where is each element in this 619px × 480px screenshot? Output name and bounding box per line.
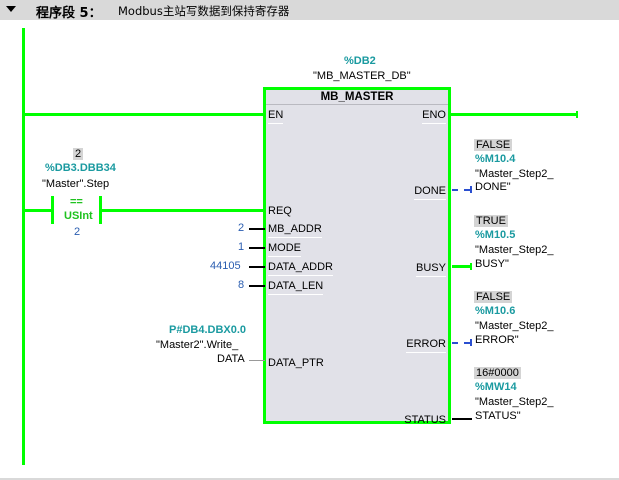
pin-mb-addr: MB_ADDR	[268, 223, 322, 238]
status-wire	[452, 418, 472, 420]
pin-done: DONE	[414, 185, 446, 200]
pin-data-len: DATA_LEN	[268, 280, 324, 295]
status-tag-line2[interactable]: STATUS"	[475, 410, 521, 422]
mb-master-block[interactable]: MB_MASTER EN ENO REQ MB_ADDR MODE DATA_A…	[263, 87, 451, 426]
status-tag-line1[interactable]: "Master_Step2_	[475, 396, 554, 408]
pin-en: EN	[268, 109, 284, 124]
block-type-title: MB_MASTER	[266, 90, 448, 105]
instance-db-address[interactable]: %DB2	[344, 55, 376, 67]
data-ptr-address[interactable]: P#DB4.DBX0.0	[169, 324, 247, 336]
mb-addr-wire	[249, 228, 265, 230]
pin-eno: ENO	[422, 109, 446, 124]
network-label: 程序段 5：	[36, 6, 102, 21]
network-title[interactable]: Modbus主站写数据到保持寄存器	[118, 4, 290, 18]
error-tag-line2[interactable]: ERROR"	[475, 334, 519, 346]
done-tag-line2[interactable]: DONE"	[475, 181, 511, 193]
data-addr-wire	[249, 266, 265, 268]
data-ptr-wire	[249, 360, 265, 361]
eno-rung-wire	[450, 113, 578, 116]
error-tag-line1[interactable]: "Master_Step2_	[475, 320, 554, 332]
mode-value[interactable]: 1	[238, 241, 245, 253]
network-header: 程序段 5： Modbus主站写数据到保持寄存器	[0, 0, 619, 21]
data-addr-value[interactable]: 44105	[210, 260, 241, 272]
pin-req: REQ	[268, 205, 292, 217]
busy-monitor: TRUE	[474, 215, 508, 227]
pin-status: STATUS	[404, 414, 446, 426]
eno-wire-end	[576, 111, 578, 118]
busy-address[interactable]: %M10.5	[475, 229, 516, 241]
req-rung-wire-right	[101, 209, 265, 212]
done-address[interactable]: %M10.4	[475, 153, 516, 165]
mode-wire	[249, 247, 265, 249]
compare-operator: ==	[70, 196, 83, 208]
compare-operand-address[interactable]: %DB3.DBB34	[45, 162, 116, 174]
compare-contact-left-bar[interactable]	[51, 196, 54, 224]
compare-contact-right-bar[interactable]	[99, 196, 102, 224]
data-ptr-tag-line1[interactable]: "Master2".Write_	[156, 339, 239, 351]
pin-mode: MODE	[268, 242, 301, 257]
busy-tag-line2[interactable]: BUSY"	[475, 258, 509, 270]
done-tag-line1[interactable]: "Master_Step2_	[475, 168, 554, 180]
compare-monitor-value: 2	[73, 148, 84, 160]
busy-tag-line1[interactable]: "Master_Step2_	[475, 244, 554, 256]
en-rung-wire	[22, 113, 265, 116]
pin-error: ERROR	[406, 338, 446, 353]
pin-data-addr: DATA_ADDR	[268, 261, 333, 276]
status-address[interactable]: %MW14	[475, 381, 517, 393]
mb-addr-value[interactable]: 2	[238, 222, 245, 234]
compare-datatype[interactable]: USInt	[64, 210, 93, 222]
status-monitor: 16#0000	[474, 367, 521, 379]
data-len-wire	[249, 285, 265, 287]
error-wire-end	[470, 339, 472, 346]
busy-wire-end	[470, 263, 472, 270]
done-wire-end	[470, 186, 472, 193]
bottom-divider	[0, 478, 619, 480]
error-wire	[452, 342, 470, 344]
pin-busy: BUSY	[416, 262, 446, 277]
req-rung-wire-left	[22, 209, 52, 212]
left-power-rail	[22, 28, 25, 465]
busy-wire	[452, 265, 471, 268]
compare-constant[interactable]: 2	[74, 226, 81, 238]
compare-operand-tag[interactable]: "Master".Step	[42, 178, 110, 190]
pin-data-ptr: DATA_PTR	[268, 357, 324, 369]
data-ptr-tag-line2[interactable]: DATA	[217, 353, 245, 365]
done-wire	[452, 189, 470, 191]
collapse-triangle-icon[interactable]	[6, 6, 16, 12]
error-monitor: FALSE	[474, 291, 513, 303]
error-address[interactable]: %M10.6	[475, 305, 516, 317]
data-len-value[interactable]: 8	[238, 279, 245, 291]
instance-db-name[interactable]: "MB_MASTER_DB"	[313, 70, 411, 82]
done-monitor: FALSE	[474, 139, 513, 151]
